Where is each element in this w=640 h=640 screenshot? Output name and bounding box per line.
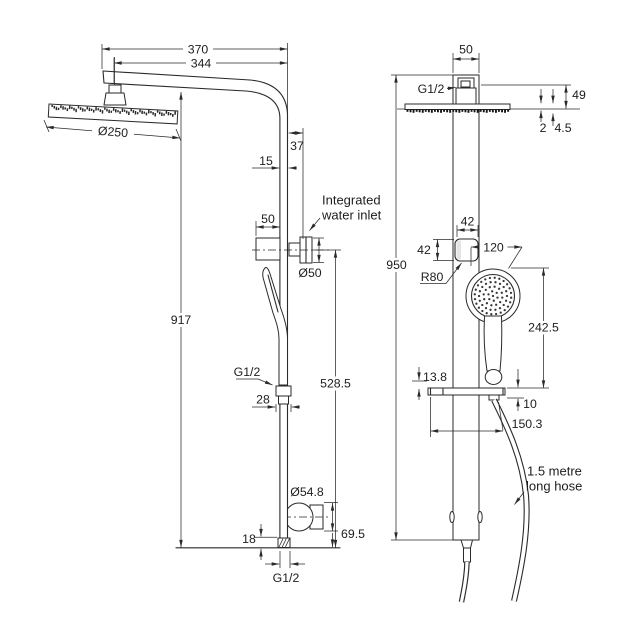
dim-head-thread: G1/2	[418, 82, 445, 96]
dim-inlet-offset: 37	[290, 139, 304, 153]
dim-bracket-height: 42	[417, 243, 431, 257]
dim-head-connector-height: 49	[572, 88, 586, 102]
dim-head-diameter: Ø250	[97, 124, 128, 140]
hose-callout-line2: long hose	[526, 479, 582, 494]
dim-elbow-to-outlet: 69.5	[341, 527, 365, 541]
head-connector	[103, 57, 127, 106]
dim-arm-projection: 344	[191, 57, 212, 71]
front-view-dimensions: 50 G1/2 49 2 4.5 950 42 42	[382, 43, 586, 541]
side-view	[47, 57, 341, 549]
water-inlet-callout-line1: Integrated	[322, 193, 381, 208]
dim-handpiece-offset: 120	[483, 241, 504, 255]
dim-elbow-diameter: Ø54.8	[290, 485, 324, 499]
dim-handpiece-drop: 242.5	[528, 321, 559, 335]
dim-plate-edge-thickness: 2	[540, 121, 547, 135]
column-outlet-hose	[458, 539, 474, 603]
front-view	[397, 74, 580, 603]
dim-outlet-thread-length: 18	[242, 532, 256, 546]
dim-overall-height-front: 950	[386, 258, 407, 272]
dim-shelf-length: 150.3	[512, 417, 543, 431]
dim-overall-height-side: 917	[171, 313, 192, 327]
dim-outlet-thread: G1/2	[273, 571, 300, 585]
dim-bracket-corner-radius: R80	[421, 270, 444, 284]
dim-bracket-depth: 50	[261, 212, 275, 226]
dim-inlet-to-outlet: 528.5	[320, 377, 351, 391]
hose-callout-line1: 1.5 metre	[527, 464, 582, 479]
shower-hose	[491, 398, 530, 602]
dim-bracket-width: 42	[461, 215, 475, 229]
slide-shelf	[427, 387, 506, 401]
dim-rail-depth: 15	[259, 154, 273, 168]
hand-shower-front	[465, 268, 521, 385]
slider-bracket	[454, 238, 479, 262]
wall-elbow	[283, 502, 329, 532]
dim-hose-thread: G1/2	[234, 365, 261, 379]
hand-shower-side	[262, 267, 288, 386]
hose-nut	[275, 385, 292, 405]
dim-shelf-rise: 13.8	[423, 370, 447, 384]
side-view-dimensions: 370 344 Ø250 15 37 50 Ø50 Integrated	[43, 42, 382, 585]
dim-inlet-diameter: Ø50	[298, 266, 321, 280]
shower-plate-front	[397, 103, 580, 113]
dim-rail-width: 50	[459, 43, 473, 57]
dim-overall-width: 370	[188, 43, 209, 57]
overhead-shower-plate	[47, 103, 179, 125]
dim-hose-nut-width: 28	[256, 393, 270, 407]
shower-arm-and-column	[102, 70, 289, 539]
dim-shelf-drop: 10	[523, 397, 537, 411]
head-fitting-front	[455, 77, 477, 106]
outlet-thread	[175, 537, 341, 549]
water-inlet-callout-line2: water inlet	[321, 208, 382, 223]
dim-plate-thickness: 4.5	[554, 121, 571, 135]
